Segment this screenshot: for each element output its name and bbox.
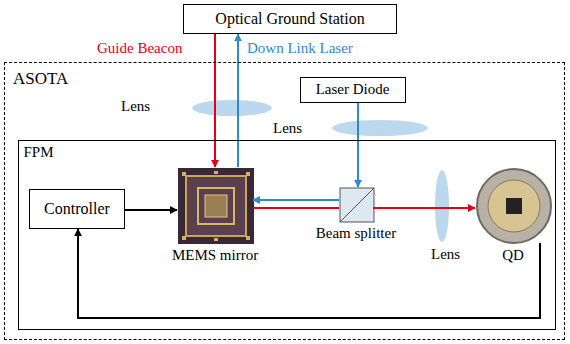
beam-line <box>214 34 216 167</box>
lens-shape <box>192 100 272 116</box>
cube <box>340 188 374 222</box>
beam-line <box>253 207 339 209</box>
node-title: QD <box>502 247 524 264</box>
signal-line <box>78 229 540 318</box>
part-label: Lens <box>272 120 303 137</box>
beam-line <box>373 207 475 209</box>
quadrant-detector-part: QD <box>475 167 551 243</box>
beam-line <box>253 199 339 201</box>
mems-package <box>178 168 254 244</box>
mems-mirror-part: MEMS mirror <box>177 167 253 243</box>
node-title: ASOTA <box>13 69 68 89</box>
part-label: Lens <box>120 98 151 115</box>
qd-photo <box>477 169 551 243</box>
beam-line <box>357 103 359 188</box>
node-title: Controller <box>44 200 110 218</box>
station-box: Optical Ground Station <box>183 4 397 34</box>
node-title: FPM <box>24 144 54 161</box>
part-label: Lens <box>430 246 461 263</box>
node-title: MEMS mirror <box>172 247 258 264</box>
beam-splitter-part: Beam splitter <box>339 187 373 221</box>
beam-splitter-cube <box>340 188 374 222</box>
qd-ring <box>488 180 540 232</box>
pad <box>182 236 186 240</box>
mems-photo <box>178 168 254 244</box>
node-title: Laser Diode <box>316 81 390 98</box>
pad <box>246 172 250 176</box>
beam-label: Down Link Laser <box>246 40 354 57</box>
cube-diagonal <box>340 188 374 222</box>
mems-pads <box>182 171 250 241</box>
qd-housing <box>477 169 551 243</box>
module-boundary: FPMControllerMEMS mirrorBeam splitterQD <box>18 140 556 330</box>
pad <box>214 238 218 241</box>
pad <box>214 171 218 174</box>
lens-shape <box>435 170 449 242</box>
pad <box>182 172 186 176</box>
controller-box: Controller <box>29 189 125 229</box>
system-boundary: ASOTALaser DiodeFPMControllerMEMS mirror… <box>4 62 565 340</box>
mems-mirror-plate <box>205 195 227 217</box>
lens-shape <box>332 120 428 136</box>
qd-sensor <box>506 198 522 214</box>
node-title: Beam splitter <box>316 225 396 242</box>
laser-diode-box: Laser Diode <box>300 77 406 103</box>
mems-frame <box>198 188 234 224</box>
node-title: Optical Ground Station <box>215 10 364 28</box>
beam-label: Guide Beacon <box>96 40 183 57</box>
mems-die <box>186 176 246 236</box>
pad <box>246 236 250 240</box>
signal-line <box>125 209 177 211</box>
beam-line <box>237 34 239 167</box>
